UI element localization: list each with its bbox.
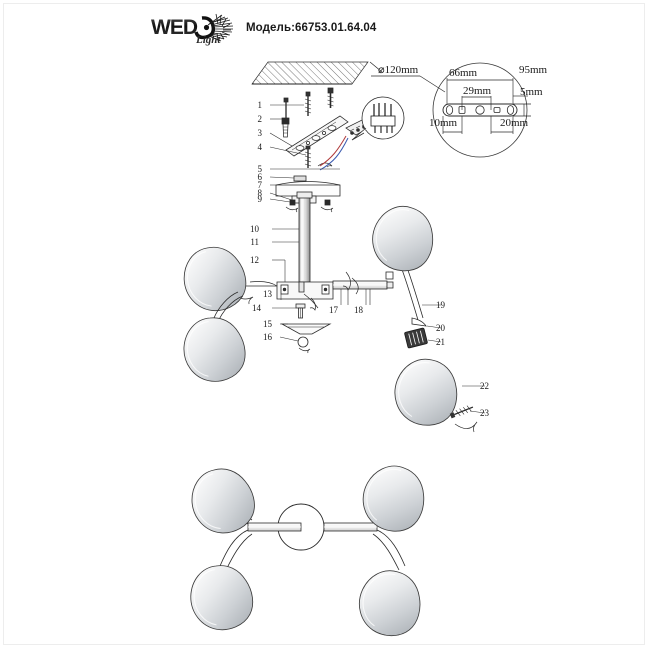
- dimension-diameter: ⌀120mm: [378, 64, 419, 76]
- callout-number-11: 11: [250, 237, 259, 247]
- dimension-5mm: 5mm: [520, 86, 543, 98]
- shade-arm-lower-left: [177, 291, 251, 388]
- callout-number-1: 1: [258, 100, 263, 110]
- horizontal-arm-bar: [332, 271, 394, 305]
- wall-anchor-part-2: [281, 117, 290, 138]
- callout-number-8: 8: [258, 188, 263, 198]
- dimension-95mm: 95mm: [519, 64, 548, 76]
- dimension-29mm: 29mm: [463, 85, 492, 97]
- callout-number-5: 5: [258, 164, 263, 174]
- callout-number-20: 20: [436, 323, 446, 333]
- callout-number-9: 9: [258, 194, 263, 204]
- plan-arm-upper-left: [182, 459, 263, 543]
- svg-text:Light: Light: [195, 34, 221, 46]
- callout-number-18: 18: [354, 305, 364, 315]
- callout-leader-lines: [269, 104, 486, 414]
- brand-logo: WED Light: [151, 13, 234, 46]
- callout-number-14: 14: [252, 303, 262, 313]
- callout-number-4: 4: [258, 142, 263, 152]
- exploded-hardware-group: [281, 87, 405, 171]
- callout-number-7: 7: [258, 180, 263, 190]
- dimension-10mm: 10mm: [429, 117, 458, 129]
- callout-number-22: 22: [480, 381, 489, 391]
- screw-part-1c: [283, 97, 289, 120]
- part-20-connector: [411, 317, 427, 327]
- screw-part-4: [304, 145, 312, 168]
- callout-number-19: 19: [436, 300, 446, 310]
- part-9-nut: [324, 199, 331, 206]
- logo-burst-icon: [207, 13, 234, 42]
- shade-arm-right: [366, 200, 478, 433]
- plan-arm-lower-right: [353, 529, 427, 641]
- callout-number-10: 10: [250, 224, 260, 234]
- part-8-nut: [289, 199, 296, 206]
- part-14-bolt: [295, 303, 306, 319]
- screw-part-1b: [327, 87, 334, 108]
- central-column-tube: [296, 191, 313, 283]
- arm-socket-clip: [385, 271, 394, 280]
- part-15-cone-washer: [280, 323, 332, 335]
- bottom-plan-view: [182, 459, 432, 641]
- callout-number-6: 6: [258, 172, 263, 182]
- wiring-detail-balloon: [351, 96, 405, 141]
- callout-number-21: 21: [436, 337, 445, 347]
- screw-part-1: [304, 91, 312, 116]
- loose-parts-group: [280, 303, 332, 354]
- callout-number-15: 15: [263, 319, 273, 329]
- dimension-20mm: 20mm: [500, 117, 529, 129]
- part-7-canopy: [275, 184, 341, 197]
- mounting-bracket-detail-circle: ⌀120mm 66mm 95mm 29mm 5mm 10mm 20mm: [369, 61, 548, 158]
- fixture-hub-body: [230, 281, 334, 311]
- callout-number-17: 17: [329, 305, 339, 315]
- shade-arm-upper-left: [175, 238, 254, 320]
- callout-number-23: 23: [480, 408, 490, 418]
- part-21-lamp-holder: [404, 327, 428, 349]
- part-23-screw: [449, 405, 474, 419]
- callout-number-2: 2: [258, 114, 263, 124]
- part-6-spacer: [293, 175, 307, 182]
- dimension-66mm: 66mm: [449, 67, 478, 79]
- plan-arm-lower-left: [183, 529, 260, 637]
- svg-text:WED: WED: [151, 16, 198, 39]
- callout-number-13: 13: [263, 289, 273, 299]
- callout-number-12: 12: [250, 255, 259, 265]
- callout-number-16: 16: [263, 332, 273, 342]
- ceiling-surface-hatch: [251, 61, 369, 85]
- part-16-ring: [297, 336, 311, 354]
- callout-number-3: 3: [258, 128, 263, 138]
- plan-arm-upper-right: [355, 459, 432, 538]
- mounting-bar-part-3: [285, 115, 349, 157]
- model-number-label: Модель:66753.01.64.04: [246, 22, 377, 34]
